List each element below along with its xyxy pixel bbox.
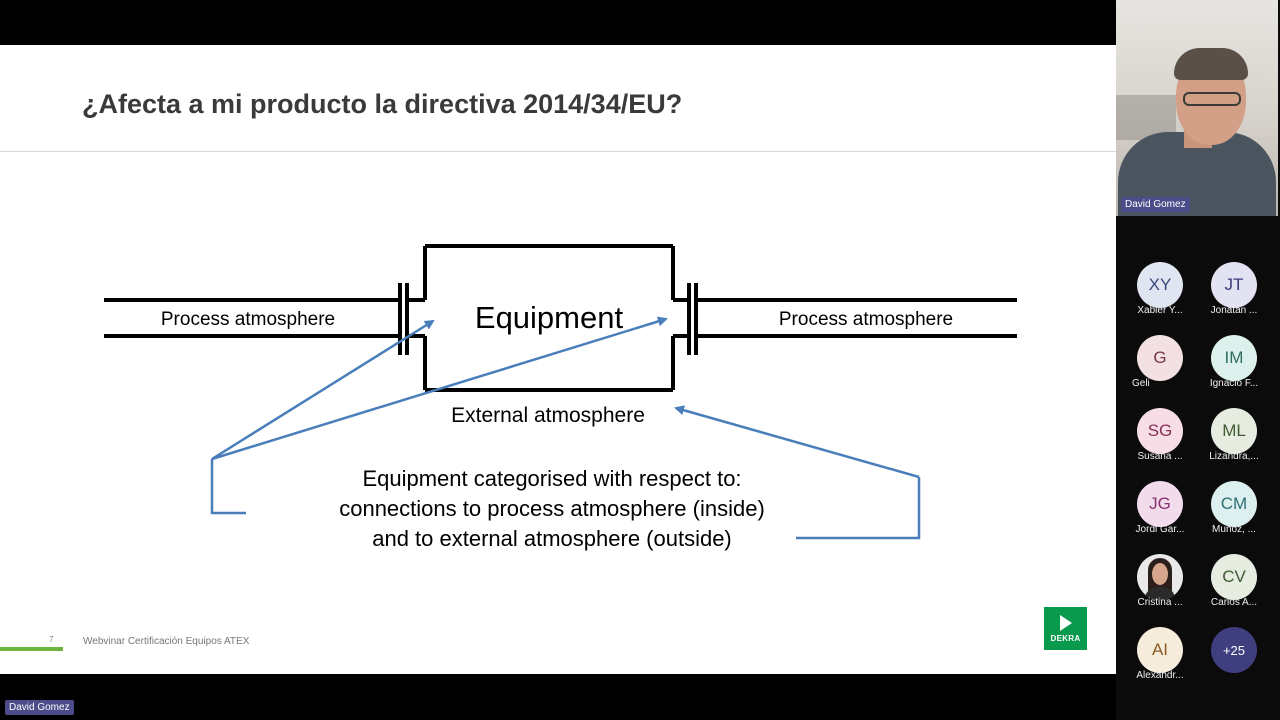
page-number: 7 (49, 635, 54, 644)
participant-tile[interactable]: ML Lizandra,... (1197, 408, 1271, 468)
participant-tile[interactable]: AI Alexandr... (1123, 627, 1197, 687)
participant-tile[interactable]: CV Carlos A... (1197, 554, 1271, 614)
active-speaker-tag: David Gomez (5, 700, 74, 715)
participant-avatar: XY (1137, 262, 1183, 308)
avatar-initials: CV (1222, 567, 1246, 586)
more-count: +25 (1222, 642, 1246, 658)
avatar-initials: XY (1148, 275, 1172, 294)
avatar-initials: CM (1220, 494, 1248, 513)
right-process-label: Process atmosphere (779, 309, 953, 330)
participant-avatar: AI (1137, 627, 1183, 673)
speaker-glasses (1183, 92, 1241, 106)
left-process-label: Process atmosphere (161, 309, 335, 330)
footer-accent-bar (0, 647, 63, 651)
participant-avatar: JT (1211, 262, 1257, 308)
arrow-to-right-connection (211, 316, 668, 461)
participant-avatar: SG (1137, 408, 1183, 454)
participant-tile[interactable]: JT Jonatan ... (1197, 262, 1271, 322)
participant-name: Cristina ... (1137, 597, 1183, 608)
participant-tile[interactable]: CM Muñoz, ... (1197, 481, 1271, 541)
participant-name: Jordi Gar... (1135, 524, 1185, 535)
participant-name: Geli (1132, 378, 1150, 389)
avatar-initials: JG (1149, 494, 1171, 513)
speaker-video[interactable]: David Gomez (1116, 0, 1278, 216)
participant-name: Carlos A... (1210, 597, 1258, 608)
participants-panel: David Gomez XY Xabier Y... JT Jonatan ..… (1116, 0, 1280, 720)
avatar-initials: IM (1224, 348, 1244, 367)
participant-name: Jonatan ... (1210, 305, 1258, 316)
left-bracket (210, 459, 246, 515)
participant-name: Xabier Y... (1137, 305, 1183, 316)
participant-name: Lizandra,... (1209, 451, 1259, 462)
participant-name: Muñoz, ... (1212, 524, 1256, 535)
avatar-initials: ML (1222, 421, 1246, 440)
more-participants-button[interactable]: +25 (1197, 627, 1271, 687)
participant-photo (1137, 554, 1183, 600)
participant-tile[interactable]: G Geli (1123, 335, 1197, 395)
avatar-initials: SG (1147, 421, 1173, 440)
video-name-tag: David Gomez (1121, 197, 1190, 212)
right-bracket (796, 477, 921, 540)
photo-body (1145, 587, 1175, 600)
participant-avatar: CV (1211, 554, 1257, 600)
dekra-logo-text: DEKRA (1050, 633, 1081, 643)
photo-face (1152, 563, 1168, 585)
participant-tile[interactable]: XY Xabier Y... (1123, 262, 1197, 322)
dekra-arrow-icon (1059, 614, 1072, 631)
atmosphere-diagram: Process atmosphere Process atmosphere Eq… (104, 244, 1017, 551)
caption-line-2: connections to process atmosphere (insid… (339, 496, 765, 521)
caption-line-1: Equipment categorised with respect to: (362, 466, 741, 491)
title-divider (0, 151, 1116, 152)
slide-title: ¿Afecta a mi producto la directiva 2014/… (82, 89, 683, 119)
right-pipe (673, 283, 1017, 355)
arrow-to-left-connection (211, 319, 435, 461)
speaker-hair (1174, 48, 1248, 80)
more-participants-badge: +25 (1211, 627, 1257, 673)
avatar-initials: AI (1151, 640, 1169, 659)
participant-name: Alexandr... (1136, 670, 1184, 681)
participant-name: Ignacio F... (1209, 378, 1259, 389)
participant-avatar: CM (1211, 481, 1257, 527)
external-atmosphere-label: External atmosphere (451, 404, 645, 427)
top-bar (0, 0, 1116, 45)
shared-slide: ¿Afecta a mi producto la directiva 2014/… (0, 45, 1116, 674)
footer-text: Webvinar Certificación Equipos ATEX (83, 636, 250, 647)
pointer-arrows (210, 316, 921, 540)
participant-tile[interactable]: IM Ignacio F... (1197, 335, 1271, 395)
arrow-to-external (674, 405, 920, 479)
dekra-logo: DEKRA (1044, 607, 1087, 650)
equipment-label: Equipment (475, 300, 624, 335)
avatar-initials: JT (1224, 275, 1244, 294)
caption-line-3: and to external atmosphere (outside) (372, 526, 732, 551)
participant-avatar: G (1137, 335, 1183, 381)
participant-tile[interactable]: JG Jordi Gar... (1123, 481, 1197, 541)
participant-avatar: IM (1211, 335, 1257, 381)
equipment-box (423, 244, 675, 392)
participant-name: Susana ... (1137, 451, 1183, 462)
participant-avatar: ML (1211, 408, 1257, 454)
participant-tile[interactable]: SG Susana ... (1123, 408, 1197, 468)
participant-tile[interactable]: Cristina ... (1123, 554, 1197, 614)
participant-avatar: JG (1137, 481, 1183, 527)
avatar-initials: G (1153, 348, 1167, 367)
